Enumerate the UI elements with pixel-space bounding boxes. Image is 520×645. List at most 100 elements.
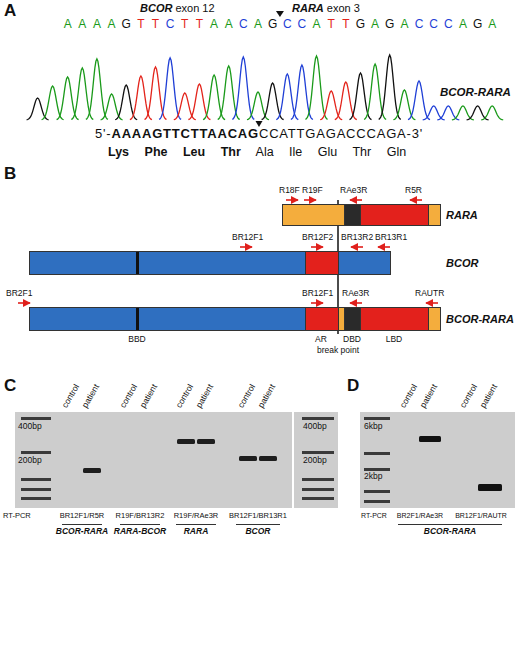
base-gap	[278, 17, 281, 31]
base-call: A	[252, 18, 263, 32]
primer-label: RAUTR	[415, 289, 444, 299]
pcr-primers: BR12F1/RAUTR	[455, 512, 507, 520]
base-gap	[88, 17, 91, 31]
lane-label: control	[175, 383, 196, 410]
domain-label: AR	[315, 335, 327, 345]
gel-d	[360, 412, 515, 508]
trace-peak	[232, 57, 254, 119]
base-call: G	[384, 18, 395, 32]
pcr-primers: BR12F1/BR13R1	[229, 512, 287, 521]
nucleotide-sequence: 5'-AAAAGTTCTTAACAGCCATTGAGACCCAGA-3'	[95, 127, 423, 142]
size-marker: 2kbp	[364, 472, 382, 482]
protein-domain	[30, 252, 305, 274]
size-marker: 6kbp	[364, 422, 382, 432]
base-call: A	[208, 18, 219, 32]
gene-bar: RARA	[283, 205, 440, 225]
base-gap	[190, 17, 193, 31]
pcr-primers: BR12F1/R5R	[60, 512, 105, 521]
base-call: A	[311, 18, 322, 32]
lane-label: patient	[195, 383, 216, 410]
size-marker: 400bp	[18, 422, 42, 432]
gene-bar: BCOR-RARA	[30, 308, 440, 330]
lane-brackets	[62, 524, 502, 525]
protein-domain	[360, 308, 428, 330]
styled-run: RARA	[292, 2, 324, 14]
trace-peak	[481, 106, 503, 120]
fusion-name: BCOR-RARA	[440, 86, 511, 99]
base-call: A	[77, 18, 88, 32]
gel-c	[15, 412, 338, 508]
base-call: A	[487, 18, 498, 32]
lane-label: patient	[257, 383, 278, 410]
exon-label: RARA exon 3	[292, 2, 360, 15]
base-call: G	[472, 18, 483, 32]
base-call: T	[194, 18, 205, 32]
base-call: T	[135, 18, 146, 32]
base-call: A	[223, 18, 234, 32]
primer-label: BR12F1	[302, 289, 333, 299]
protein-domain	[305, 252, 338, 274]
base-call: C	[413, 18, 424, 32]
protein-domain	[305, 308, 338, 330]
gene-name: RARA-BCOR	[114, 527, 166, 537]
breakpoint-label: break point	[317, 346, 359, 356]
bbd-mark	[136, 252, 139, 274]
breakpoint-marker	[276, 11, 284, 17]
protein-domain	[360, 205, 428, 225]
protein-domain	[338, 252, 390, 274]
lane-label: control	[237, 383, 258, 410]
size-marker: 400bp	[303, 422, 327, 432]
base-call: C	[164, 18, 175, 32]
primer-arrows	[18, 200, 438, 303]
base-gap	[147, 17, 150, 31]
base-call: A	[62, 18, 73, 32]
domain-label: LBD	[386, 335, 403, 345]
protein-domain	[428, 308, 440, 330]
base-gap	[483, 17, 486, 31]
protein-domain	[30, 308, 305, 330]
base-gap	[469, 17, 472, 31]
base-gap	[220, 17, 223, 31]
gene-name: RARA	[184, 527, 209, 537]
base-gap	[161, 17, 164, 31]
primer-label: BR13R1	[375, 233, 407, 243]
primer-label: R18F	[279, 186, 300, 196]
method-label: RT-PCR	[3, 512, 31, 521]
pcr-primers: BR2F1/RAe3R	[397, 512, 443, 520]
domain-label: DBD	[343, 335, 361, 345]
protein-domain	[344, 308, 360, 330]
protein-domain	[344, 205, 360, 225]
base-call: A	[457, 18, 468, 32]
trace-peak	[86, 59, 108, 119]
panel-letter: C	[4, 376, 16, 396]
panel-letter: A	[4, 1, 16, 21]
base-gap	[205, 17, 208, 31]
styled-run: BCOR	[140, 2, 172, 14]
size-marker: 200bp	[18, 456, 42, 466]
trace-peak	[159, 58, 181, 119]
lane-label: control	[399, 383, 420, 410]
primer-label: BR12F2	[302, 233, 333, 243]
gene-name: BCOR-RARA	[56, 527, 108, 537]
base-gap	[73, 17, 76, 31]
base-call: G	[267, 18, 278, 32]
gene-name: BCOR-RARA	[446, 313, 514, 326]
base-gap	[132, 17, 135, 31]
base-call: G	[121, 18, 132, 32]
base-call: T	[179, 18, 190, 32]
pcr-primers: R19F/BR13R2	[116, 512, 165, 521]
base-gap	[351, 17, 354, 31]
base-gap	[439, 17, 442, 31]
gene-name: RARA	[446, 209, 478, 222]
lane-label: patient	[139, 383, 160, 410]
base-gap	[264, 17, 267, 31]
base-gap	[425, 17, 428, 31]
base-call: T	[150, 18, 161, 32]
base-call: T	[340, 18, 351, 32]
primer-label: RAe3R	[342, 289, 369, 299]
base-gap	[337, 17, 340, 31]
base-call: A	[369, 18, 380, 32]
base-call: C	[443, 18, 454, 32]
base-gap	[103, 17, 106, 31]
